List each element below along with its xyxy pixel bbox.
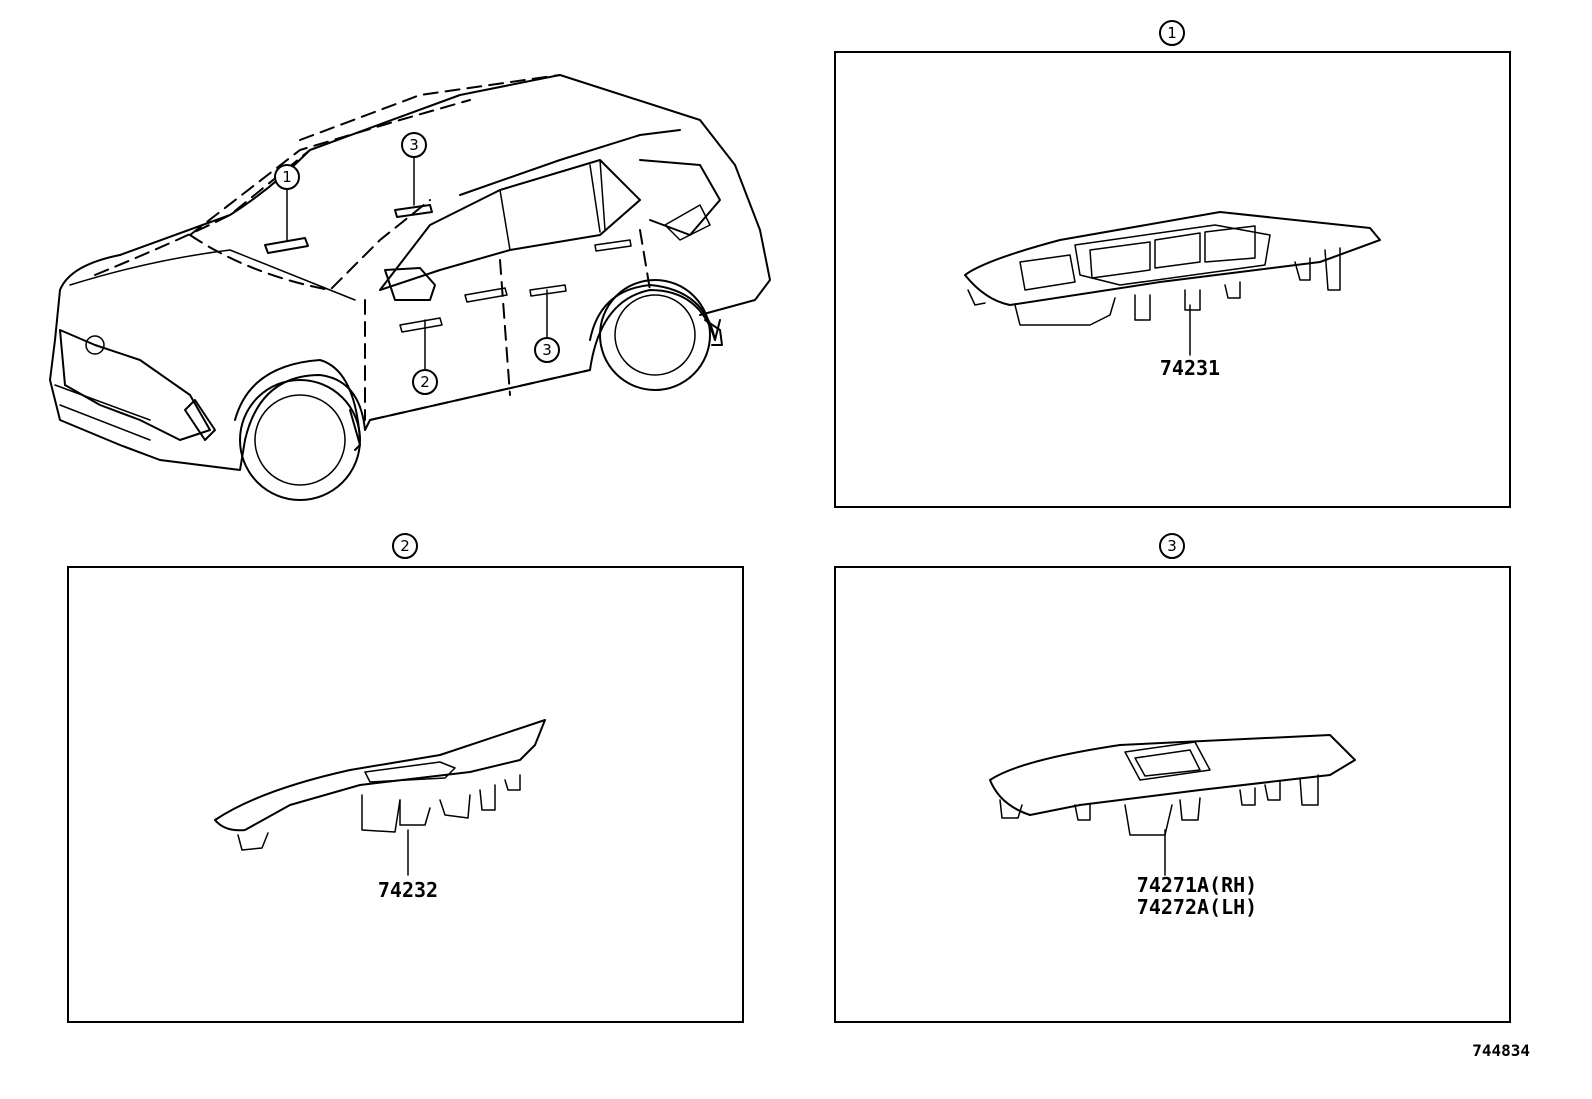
- master-window-switch-illustration: [964, 211, 1381, 356]
- part-number-74231: 74231: [1160, 356, 1220, 380]
- svg-text:1: 1: [1167, 24, 1177, 42]
- passenger-window-switch-illustration: [214, 719, 546, 876]
- part-number-74272A: 74272A(LH): [1137, 895, 1257, 919]
- vehicle-overview: 1 3 2 3: [49, 74, 771, 501]
- rear-window-switch-illustration: [989, 734, 1356, 876]
- svg-text:2: 2: [400, 537, 410, 555]
- part-number-74232: 74232: [378, 878, 438, 902]
- svg-text:1: 1: [282, 168, 292, 186]
- panel-1-frame: [834, 51, 1511, 508]
- car-callout-2: 2: [412, 369, 438, 395]
- illustration-number: 744834: [1472, 1041, 1530, 1060]
- panel-1-header: 1: [1159, 20, 1185, 46]
- car-callout-3-front: 3: [401, 132, 427, 158]
- svg-text:3: 3: [542, 341, 552, 359]
- part-number-74271A: 74271A(RH): [1137, 873, 1257, 897]
- panel-3-header: 3: [1159, 533, 1185, 559]
- car-callout-1: 1: [274, 164, 300, 190]
- panel-2-header: 2: [392, 533, 418, 559]
- svg-text:3: 3: [409, 136, 419, 154]
- car-callout-3-rear: 3: [534, 337, 560, 363]
- svg-text:2: 2: [420, 373, 430, 391]
- panel-3-frame: [834, 566, 1511, 1023]
- svg-text:3: 3: [1167, 537, 1177, 555]
- panel-2-frame: [67, 566, 744, 1023]
